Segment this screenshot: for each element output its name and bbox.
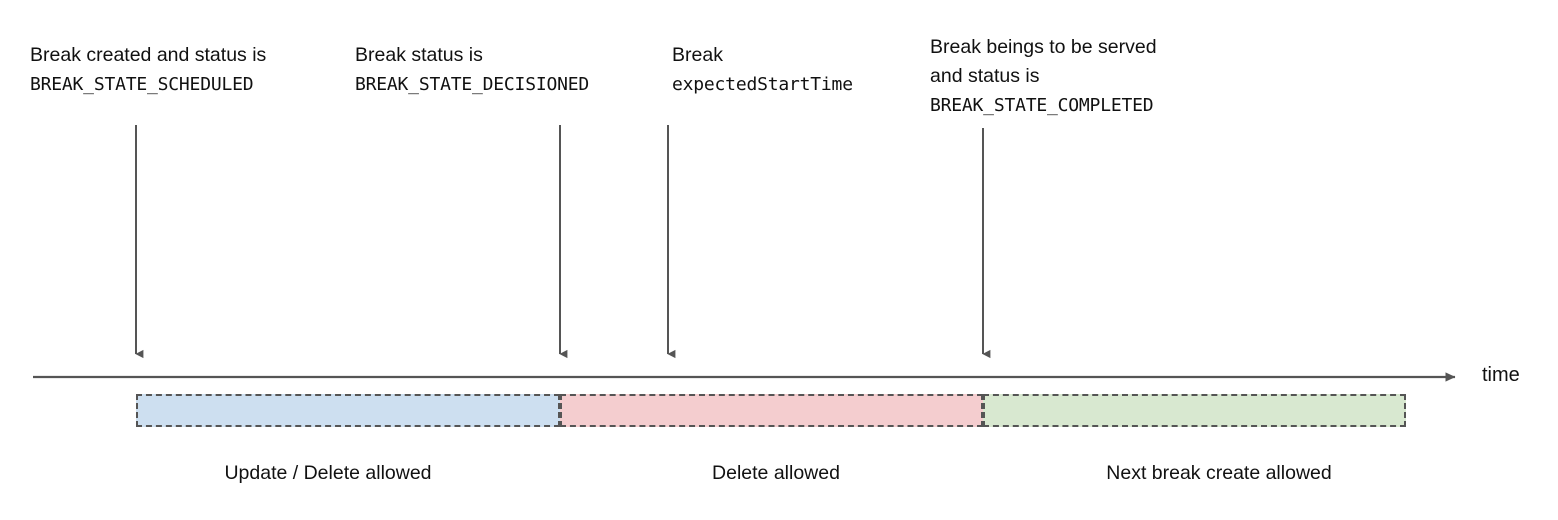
- event-label-break-created: Break created and status is BREAK_STATE_S…: [30, 41, 266, 99]
- phase-caption-delete-allowed: Delete allowed: [712, 462, 840, 484]
- phase-bar-next-break-create-allowed: [983, 394, 1406, 427]
- phase-bar-delete-allowed: [560, 394, 983, 427]
- event-label-line: Break beings to be served: [930, 36, 1157, 58]
- event-label-line: BREAK_STATE_COMPLETED: [930, 95, 1154, 116]
- phase-caption-update-delete-allowed: Update / Delete allowed: [224, 462, 432, 484]
- event-label-line: and status is: [930, 65, 1040, 87]
- event-label-line: expectedStartTime: [672, 74, 853, 95]
- event-label-break-completed: Break beings to be served and status is BR…: [930, 33, 1157, 120]
- phase-bar-update-delete-allowed: [136, 394, 560, 427]
- event-label-line: Break created and status is: [30, 44, 267, 66]
- event-label-line: Break status is: [355, 44, 483, 66]
- event-label-line: Break: [672, 44, 723, 66]
- time-axis-label: time: [1482, 364, 1520, 386]
- event-label-expected-start-time: Break expectedStartTime: [672, 41, 853, 99]
- phase-caption-next-break-create-allowed: Next break create allowed: [1106, 462, 1332, 484]
- event-label-line: BREAK_STATE_DECISIONED: [355, 74, 590, 95]
- event-label-line: BREAK_STATE_SCHEDULED: [30, 74, 254, 95]
- event-label-break-decisioned: Break status is BREAK_STATE_DECISIONED: [355, 41, 589, 99]
